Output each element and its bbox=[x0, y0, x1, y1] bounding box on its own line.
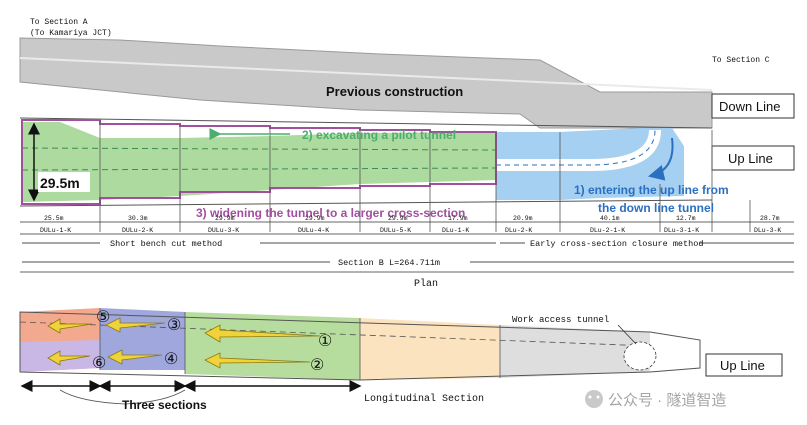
work-access-label: Work access tunnel bbox=[512, 315, 609, 325]
pilot-centerline-2 bbox=[21, 167, 497, 171]
segment-length: 30.3m bbox=[128, 215, 148, 222]
segment-length: 29.9m bbox=[215, 215, 235, 222]
arrow-6 bbox=[47, 350, 91, 366]
three-sections-brace bbox=[59, 389, 186, 405]
plan-top-line bbox=[19, 117, 713, 129]
segment-length: 29.9m bbox=[388, 215, 408, 222]
section-b-label: Section B L=264.711m bbox=[338, 258, 440, 268]
section-c-label: To Section C bbox=[712, 56, 770, 65]
height-label: 29.5m bbox=[40, 175, 80, 191]
number-5: ⑤ bbox=[96, 309, 110, 326]
previous-construction-label: Previous construction bbox=[326, 84, 463, 99]
down-line-label: Down Line bbox=[719, 99, 780, 114]
segment-code: DULu-3-K bbox=[208, 227, 239, 234]
yellow-arrows bbox=[47, 317, 321, 369]
up-line-box bbox=[711, 145, 795, 171]
segment-code: DLu-3-1-K bbox=[664, 227, 699, 234]
segment-code: DULu-5-K bbox=[380, 227, 411, 234]
number-6: ⑥ bbox=[92, 355, 106, 372]
segment-dividers bbox=[99, 120, 751, 232]
previous-construction-centerline bbox=[19, 57, 713, 91]
section-a-sublabel: (To Kamariya JCT) bbox=[30, 29, 112, 38]
longitudinal-label: Longitudinal Section bbox=[364, 393, 484, 405]
number-1: ① bbox=[318, 333, 332, 350]
plan-label: Plan bbox=[414, 278, 438, 290]
segment-code: DULu-2-K bbox=[122, 227, 153, 234]
method-left-label: Short bench cut method bbox=[110, 239, 222, 249]
segment-length: 17.9m bbox=[448, 215, 468, 222]
longitudinal-section: ① ② ③ ④ ⑤ ⑥ Work access tunnel Up Line T… bbox=[19, 308, 783, 412]
section-a-label: To Section A bbox=[30, 18, 88, 27]
watermark: 公众号 · 隧道智造 bbox=[585, 390, 726, 409]
pilot-centerline-1 bbox=[21, 147, 497, 151]
arrow-3 bbox=[105, 317, 166, 333]
arrow-2 bbox=[204, 352, 311, 369]
arrow-4 bbox=[107, 349, 163, 365]
segment-length: 20.9m bbox=[513, 215, 533, 222]
segment-table: 25.5m DULu-1-K 30.3m DULu-2-K 29.9m DULu… bbox=[40, 215, 781, 234]
step1-label-line2: the down line tunnel bbox=[598, 201, 714, 215]
segment-length: 29.9m bbox=[305, 215, 325, 222]
pilot-tunnel-area bbox=[22, 122, 496, 202]
segment-code: DLu-1-K bbox=[442, 227, 469, 234]
up-line-label: Up Line bbox=[728, 151, 773, 166]
segment-code: DLu-3-K bbox=[754, 227, 781, 234]
step2-label: 2) excavating a pilot tunnel bbox=[302, 128, 456, 142]
segment-length: 40.1m bbox=[600, 215, 620, 222]
access-tunnel-pointer bbox=[617, 324, 637, 345]
longitudinal-outline bbox=[19, 311, 701, 381]
step3-label: 3) widening the tunnel to a larger cross… bbox=[196, 206, 465, 220]
up-line-label-2: Up Line bbox=[720, 358, 765, 373]
zone-peach bbox=[360, 318, 500, 380]
access-tunnel-ellipse bbox=[623, 341, 657, 371]
method-right-label: Early cross-section closure method bbox=[530, 239, 703, 249]
segment-code: DULu-1-K bbox=[40, 227, 71, 234]
three-sections-label: Three sections bbox=[122, 398, 207, 412]
wechat-icon bbox=[585, 390, 603, 408]
entry-arrow bbox=[648, 137, 674, 181]
wechat-icon-eye-left bbox=[588, 395, 592, 399]
arrow-5 bbox=[47, 318, 93, 334]
segment-length: 28.7m bbox=[760, 215, 780, 222]
arrow-1 bbox=[204, 324, 321, 343]
wechat-icon-eye-right bbox=[596, 395, 600, 399]
down-line-box bbox=[711, 93, 795, 119]
segment-length: 12.7m bbox=[676, 215, 696, 222]
number-4: ④ bbox=[164, 351, 178, 368]
segment-length: 25.5m bbox=[44, 215, 64, 222]
number-2: ② bbox=[310, 357, 324, 374]
height-label-bg bbox=[38, 172, 90, 192]
watermark-text: 公众号 · 隧道智造 bbox=[608, 391, 726, 409]
segment-code: DLu-2-K bbox=[505, 227, 532, 234]
entry-curve-dash bbox=[496, 129, 656, 166]
zone-gray bbox=[500, 325, 650, 378]
plan-bottom-line bbox=[19, 199, 713, 207]
segment-code: DLu-2-1-K bbox=[590, 227, 625, 234]
step1-label-line1: 1) entering the up line from bbox=[574, 183, 729, 197]
segment-code: DULu-4-K bbox=[298, 227, 329, 234]
number-3: ③ bbox=[167, 317, 181, 334]
previous-construction-area bbox=[19, 37, 713, 129]
up-line-box-2 bbox=[705, 353, 783, 377]
